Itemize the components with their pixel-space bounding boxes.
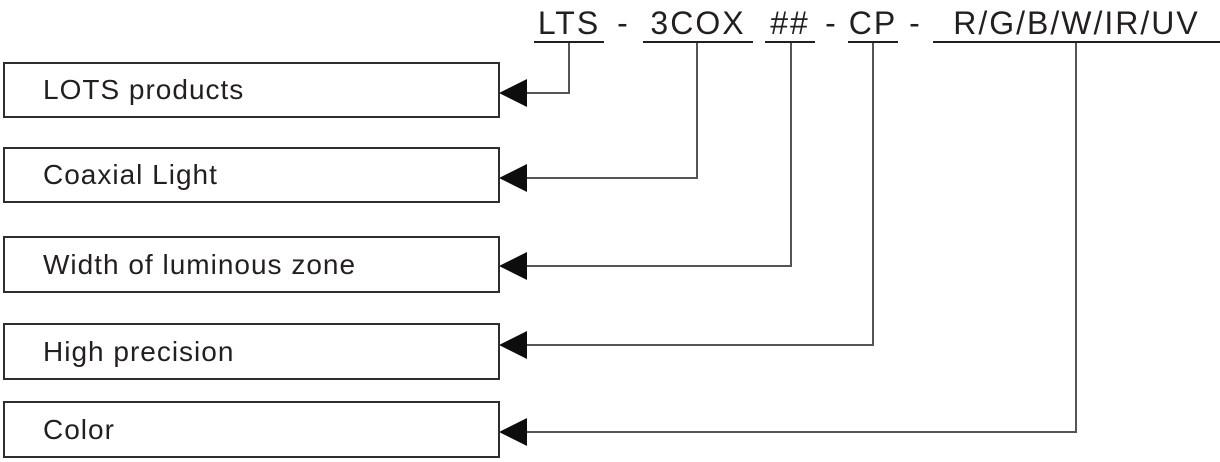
box-width-of-luminous-zone: Width of luminous zone	[3, 236, 500, 293]
code-segment-3cox: 3COX	[643, 0, 753, 43]
code-separator: -	[825, 5, 838, 41]
connector-line-width-vertical	[790, 43, 792, 267]
box-label: LOTS products	[43, 74, 245, 105]
arrowhead-left-icon	[499, 252, 527, 280]
connector-line-3cox-horizontal	[524, 177, 698, 179]
box-color: Color	[3, 401, 500, 458]
code-segment-colors: R/G/B/W/IR/UV	[933, 0, 1220, 43]
box-label: High precision	[43, 335, 235, 367]
code-separator: -	[909, 5, 922, 41]
box-high-precision: High precision	[3, 323, 500, 380]
connector-line-color-vertical	[1075, 43, 1077, 433]
arrowhead-left-icon	[499, 331, 527, 359]
box-coaxial-light: Coaxial Light	[3, 147, 500, 203]
arrowhead-left-icon	[499, 164, 527, 192]
code-segment-width: ##	[765, 0, 815, 43]
connector-line-3cox-vertical	[696, 43, 698, 179]
connector-line-cp-horizontal	[524, 344, 874, 346]
code-segment-lts: LTS	[534, 0, 604, 43]
connector-line-lts-vertical	[568, 43, 570, 94]
connector-line-color-horizontal	[524, 431, 1077, 433]
box-label: Width of luminous zone	[43, 248, 357, 280]
connector-line-width-horizontal	[524, 265, 792, 267]
connector-line-lts-horizontal	[524, 92, 570, 94]
box-label: Color	[43, 413, 115, 445]
arrowhead-left-icon	[499, 79, 527, 107]
box-lots-products: LOTS products	[3, 62, 500, 118]
connector-line-cp-vertical	[872, 43, 874, 346]
code-segment-cp: CP	[848, 0, 898, 43]
box-label: Coaxial Light	[43, 159, 218, 190]
code-separator: -	[617, 5, 630, 41]
arrowhead-left-icon	[499, 418, 527, 446]
